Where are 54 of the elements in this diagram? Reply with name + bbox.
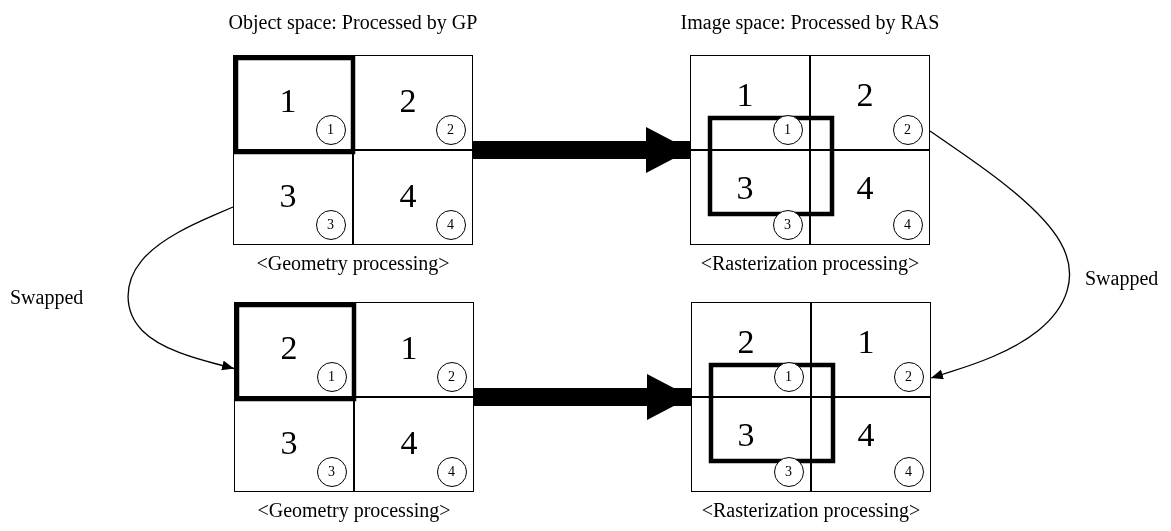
circled-number: 2 xyxy=(893,361,924,392)
circled-number: 4 xyxy=(892,209,923,240)
grid-cell xyxy=(689,149,810,245)
grid-box xyxy=(690,55,930,245)
tile-number: 2 xyxy=(280,330,298,365)
tile-number: 4 xyxy=(399,178,417,213)
tile-number: 4 xyxy=(857,417,875,452)
panel-caption: <Geometry processing> xyxy=(256,498,452,522)
panel-caption: <Rasterization processing> xyxy=(700,498,922,522)
curved-arrow xyxy=(929,130,1071,380)
tile-number: 1 xyxy=(279,83,297,118)
tile-number: 3 xyxy=(280,425,298,460)
tile-number: 3 xyxy=(737,417,755,452)
grid-cell xyxy=(690,301,811,397)
circled-number: 2 xyxy=(436,361,467,392)
circled-number: 4 xyxy=(893,456,924,487)
tile-number: 2 xyxy=(399,83,417,118)
panel-heading: Image space: Processed by RAS xyxy=(679,10,941,34)
circled-number: 2 xyxy=(892,114,923,145)
circled-number: 1 xyxy=(773,361,804,392)
grid-cell xyxy=(809,149,930,245)
circled-number: 1 xyxy=(316,361,347,392)
circled-number: 4 xyxy=(436,456,467,487)
grid-cell xyxy=(690,396,811,492)
block-arrow xyxy=(474,374,691,420)
panel-caption: <Geometry processing> xyxy=(255,251,451,275)
grid-cell xyxy=(809,54,930,150)
tile-number: 1 xyxy=(400,330,418,365)
grid-box xyxy=(691,302,931,492)
curved-arrow xyxy=(127,206,235,371)
circled-number: 1 xyxy=(772,114,803,145)
tile-number: 1 xyxy=(736,77,754,112)
grid-cell xyxy=(352,149,473,245)
tile-number: 3 xyxy=(279,178,297,213)
grid-cell xyxy=(810,396,931,492)
panel-heading: Object space: Processed by GP xyxy=(227,10,479,34)
panel-caption: <Rasterization processing> xyxy=(699,251,921,275)
tile-number: 3 xyxy=(736,170,754,205)
grid-cell xyxy=(353,396,474,492)
tile-number: 4 xyxy=(400,425,418,460)
tile-number: 4 xyxy=(856,170,874,205)
circled-number: 4 xyxy=(435,209,466,240)
grid-cell xyxy=(810,301,931,397)
circled-number: 1 xyxy=(315,114,346,145)
circled-number: 3 xyxy=(772,209,803,240)
circled-number: 3 xyxy=(773,456,804,487)
tile-number: 2 xyxy=(856,77,874,112)
tile-number: 2 xyxy=(737,324,755,359)
circled-number: 3 xyxy=(316,456,347,487)
tile-number: 1 xyxy=(857,324,875,359)
circled-number: 2 xyxy=(435,114,466,145)
circled-number: 3 xyxy=(315,209,346,240)
block-arrow xyxy=(473,127,690,173)
grid-cell xyxy=(689,54,810,150)
